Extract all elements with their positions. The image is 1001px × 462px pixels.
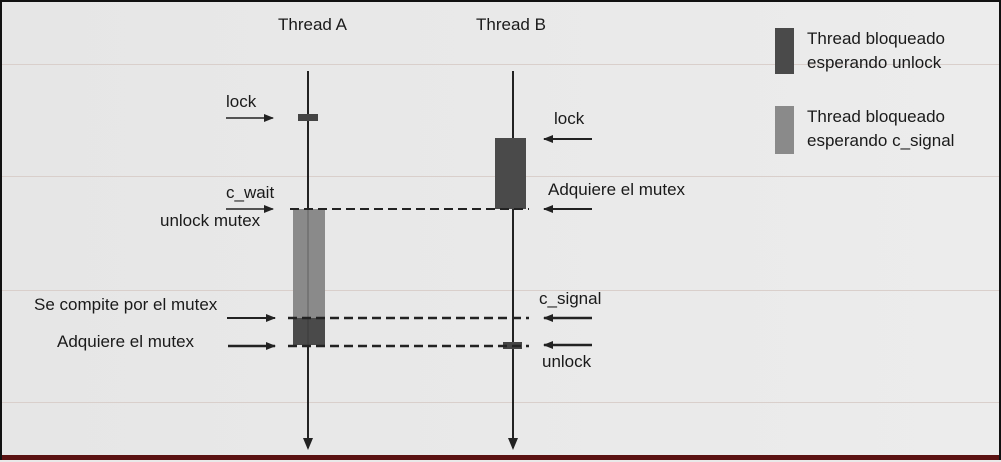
legend-swatch-signal xyxy=(775,106,794,154)
label-a-cwait: c_wait xyxy=(226,183,275,202)
legend-swatch-unlock xyxy=(775,28,794,74)
grid-line xyxy=(2,402,999,403)
label-a-lock: lock xyxy=(226,92,257,111)
thread-b-blocked-unlock xyxy=(495,138,526,209)
label-a-unlock-mutex: unlock mutex xyxy=(160,211,261,230)
label-b-unlock: unlock xyxy=(542,352,592,371)
label-b-signal: c_signal xyxy=(539,289,602,308)
thread-a-lock-block xyxy=(298,114,318,121)
bottom-bar xyxy=(2,455,999,460)
thread-a-title: Thread A xyxy=(278,15,347,34)
thread-b-title: Thread B xyxy=(476,15,546,34)
legend-signal-line1: Thread bloqueado xyxy=(807,107,946,126)
thread-a-blocked-signal xyxy=(293,209,325,318)
label-a-acquire: Adquiere el mutex xyxy=(57,332,195,351)
legend-signal-line2: esperando c_signal xyxy=(807,131,955,150)
grid-line xyxy=(2,290,999,291)
label-b-acquire: Adquiere el mutex xyxy=(548,180,686,199)
label-a-compete: Se compite por el mutex xyxy=(34,295,218,314)
grid-line xyxy=(2,64,999,65)
legend-unlock-line2: esperando unlock xyxy=(807,53,942,72)
thread-b-arrowhead xyxy=(508,438,518,450)
thread-a-blocked-unlock xyxy=(293,318,325,345)
label-b-lock: lock xyxy=(554,109,585,128)
thread-a-arrowhead xyxy=(303,438,313,450)
legend-unlock-line1: Thread bloqueado xyxy=(807,29,946,48)
